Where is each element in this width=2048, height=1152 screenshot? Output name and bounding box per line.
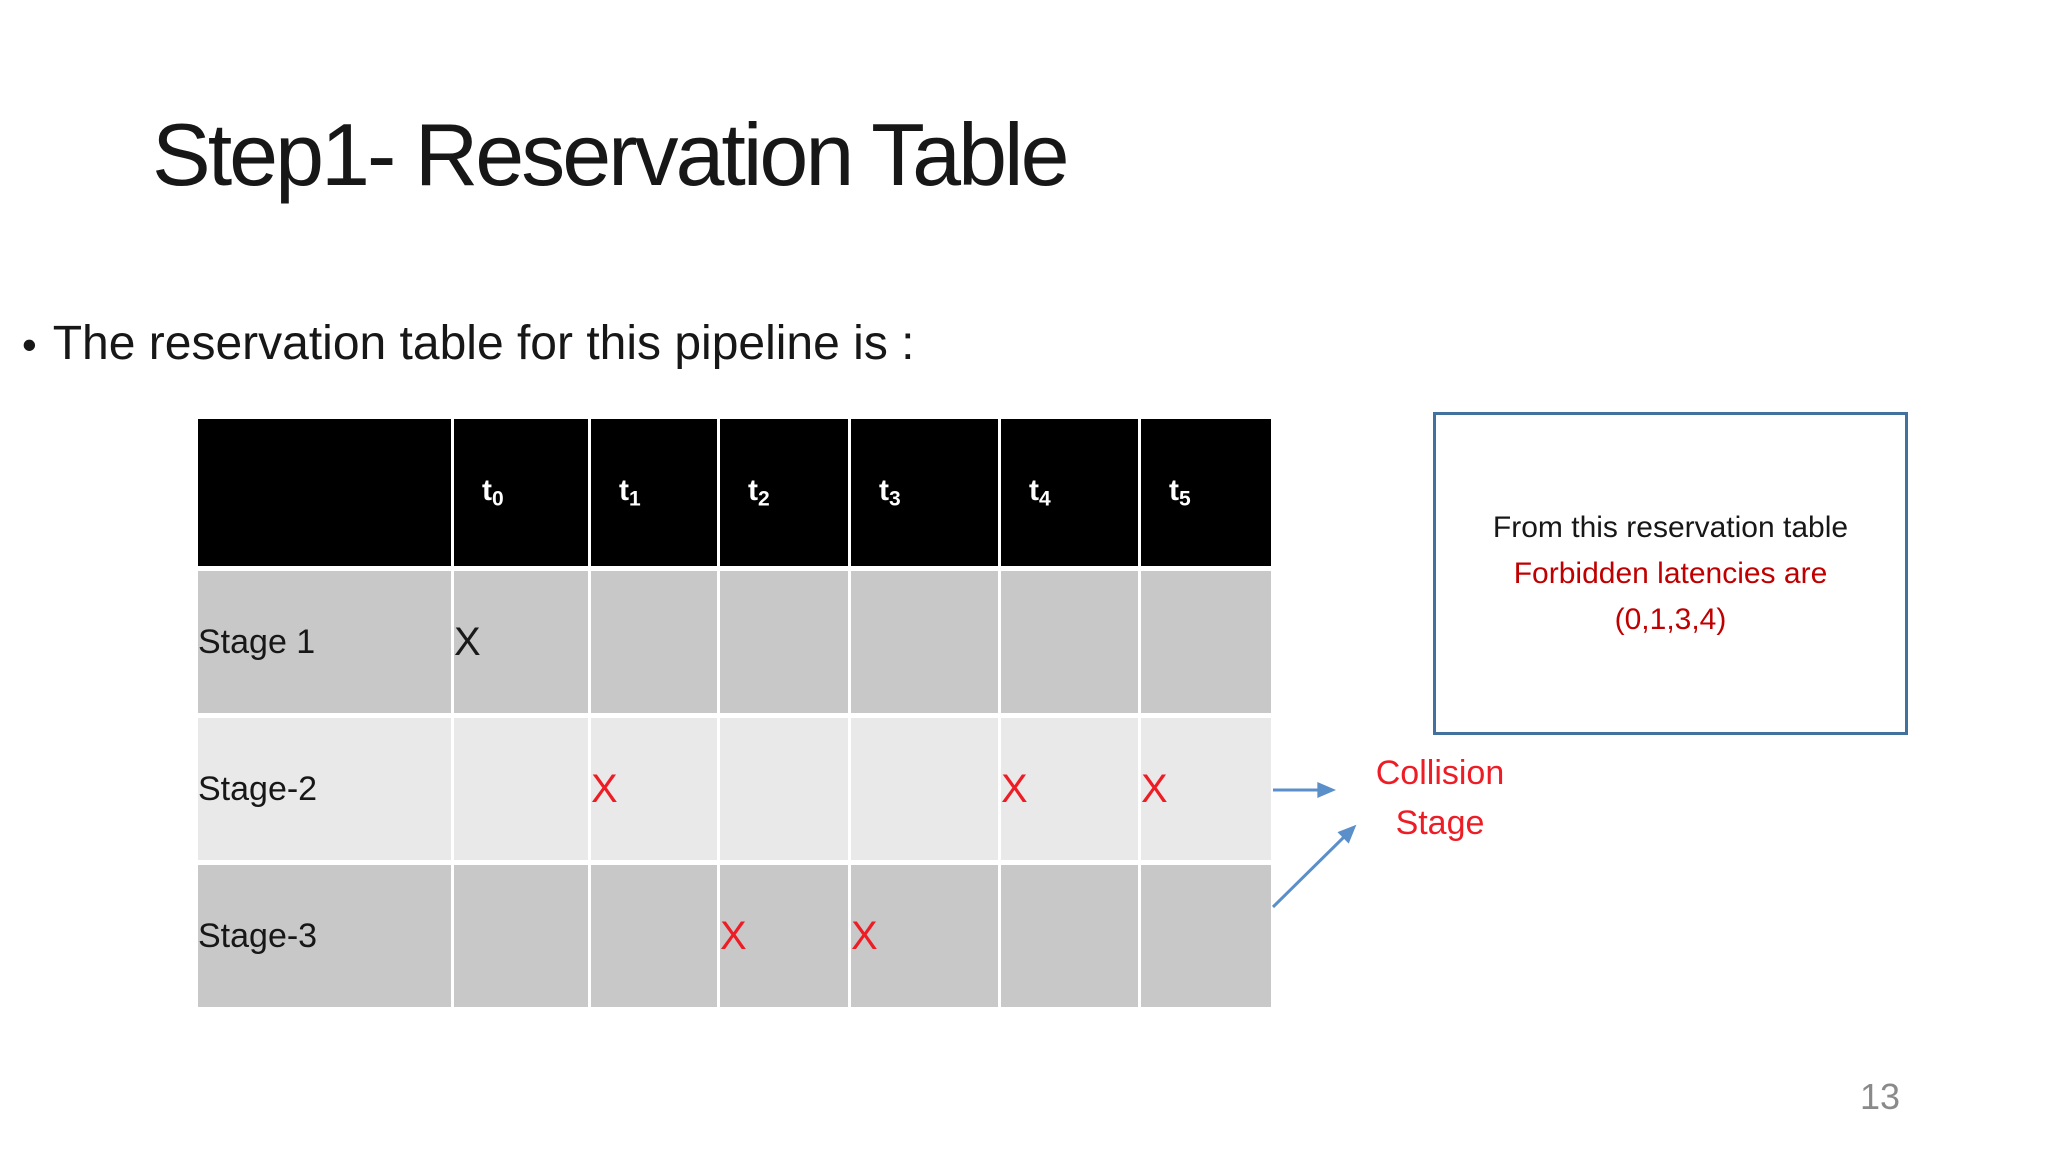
header-cell-t4: t4	[998, 414, 1141, 571]
cell-stage2-t1: X	[588, 713, 720, 865]
cell-stage1-t2	[717, 566, 851, 718]
row-label-stage1: Stage 1	[195, 566, 454, 718]
collision-line1: Collision	[1375, 754, 1505, 792]
arrow-diagonal-icon	[1271, 824, 1357, 909]
cell-stage1-t1	[588, 566, 720, 718]
forbidden-latencies-callout: From this reservation table Forbidden la…	[1433, 412, 1908, 735]
header-t1-sub: 1	[629, 487, 641, 511]
header-t0-base: t	[482, 473, 492, 507]
header-cell-t3: t3	[848, 414, 1001, 571]
table-row-stage3: Stage-3 X X	[195, 860, 1274, 1012]
header-cell-t2: t2	[717, 414, 851, 571]
header-t4-sub: 4	[1039, 487, 1051, 511]
table-row-stage2: Stage-2 X X X	[195, 713, 1274, 865]
collision-stage-label: Collision Stage	[1340, 748, 1540, 848]
header-t0-sub: 0	[492, 487, 504, 511]
bullet-line: • The reservation table for this pipelin…	[22, 316, 915, 371]
collision-line2: Stage	[1395, 804, 1485, 842]
cell-stage1-t0: X	[451, 566, 591, 718]
cell-stage3-t4	[998, 860, 1141, 1012]
callout-line1: From this reservation table	[1492, 511, 1849, 544]
table-header-row: t0 t1 t2 t3 t4 t5	[195, 414, 1274, 571]
cell-stage2-t5: X	[1138, 713, 1274, 865]
header-t5-sub: 5	[1179, 487, 1191, 511]
cell-stage2-t3	[848, 713, 1001, 865]
page-number: 13	[1860, 1076, 1901, 1117]
cell-stage2-t0	[451, 713, 591, 865]
cell-stage3-t1	[588, 860, 720, 1012]
header-t5-base: t	[1169, 473, 1179, 507]
header-cell-t5: t5	[1138, 414, 1274, 571]
header-cell-t1: t1	[588, 414, 720, 571]
header-t3-base: t	[879, 473, 889, 507]
table-row-stage1: Stage 1 X	[195, 566, 1274, 718]
cell-stage2-t4: X	[998, 713, 1141, 865]
cell-stage1-t5	[1138, 566, 1274, 718]
cell-stage2-t2	[717, 713, 851, 865]
bullet-text: The reservation table for this pipeline …	[52, 317, 915, 370]
cell-stage3-t5	[1138, 860, 1274, 1012]
row-label-stage2: Stage-2	[195, 713, 454, 865]
cell-stage3-t3: X	[848, 860, 1001, 1012]
callout-line3: (0,1,3,4)	[1614, 603, 1727, 636]
header-corner-cell	[195, 414, 454, 571]
cell-stage3-t0	[451, 860, 591, 1012]
header-t1-base: t	[619, 473, 629, 507]
reservation-table: t0 t1 t2 t3 t4 t5 Stage 1 X Stage-2 X X …	[195, 414, 1274, 1012]
callout-line2: Forbidden latencies are	[1513, 557, 1828, 590]
header-cell-t0: t0	[451, 414, 591, 571]
page-title: Step1- Reservation Table	[152, 105, 1070, 204]
row-label-stage3: Stage-3	[195, 860, 454, 1012]
cell-stage1-t3	[848, 566, 1001, 718]
cell-stage3-t2: X	[717, 860, 851, 1012]
header-t2-sub: 2	[758, 487, 770, 511]
header-t3-sub: 3	[889, 487, 901, 511]
header-t2-base: t	[748, 473, 758, 507]
bullet-icon: •	[22, 321, 37, 368]
cell-stage1-t4	[998, 566, 1141, 718]
header-t4-base: t	[1029, 473, 1039, 507]
